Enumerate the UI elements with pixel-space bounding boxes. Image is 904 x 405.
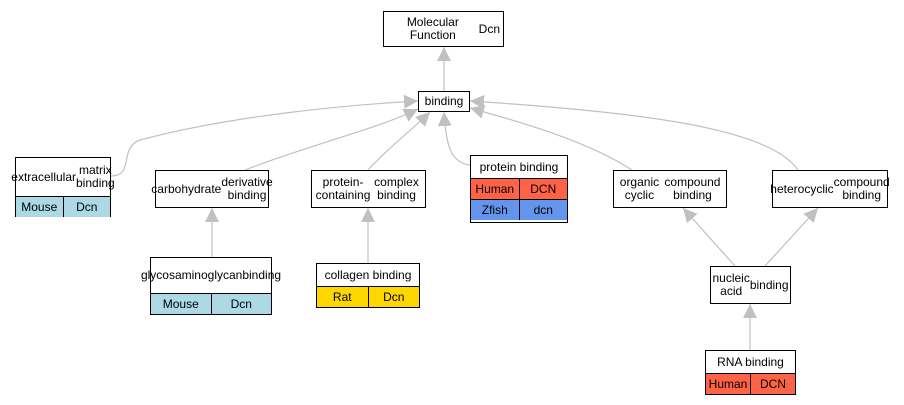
node-protein-binding[interactable]: protein binding Human DCN Zfish dcn (470, 155, 568, 223)
node-carbohydrate-derivative-binding[interactable]: carbohydrate derivative binding (151, 170, 273, 208)
node-label-line2: binding (242, 268, 282, 282)
node-label-line2: matrix binding (76, 163, 115, 190)
node-label: heterocyclic compound binding (770, 171, 890, 207)
node-label: Molecular Function Dcn (384, 12, 503, 46)
node-label-line1: heterocyclic (770, 181, 834, 196)
node-glycosaminoglycan-binding[interactable]: glycosaminoglycan binding Mouse Dcn (141, 257, 281, 315)
edge-na-to-occ (682, 207, 736, 267)
species-cell: Mouse (16, 197, 63, 217)
node-label: protein binding (479, 159, 559, 174)
edge-na-to-hcc (764, 207, 819, 267)
node-collagen-binding[interactable]: collagen binding Rat Dcn (316, 263, 420, 308)
node-label: organic cyclic compound binding (614, 171, 726, 207)
node-label-line2: Dcn (478, 21, 500, 36)
species-row-zfish: Zfish dcn (471, 199, 567, 220)
node-label-line1: protein-containing (315, 175, 371, 202)
species-cell: Human (471, 179, 519, 199)
node-protein-containing-complex-binding[interactable]: protein-containing complex binding (311, 170, 426, 208)
node-rna-binding[interactable]: RNA binding Human DCN (705, 350, 796, 395)
edge-prot-to-binding (437, 111, 471, 166)
gene-cell: dcn (518, 200, 567, 220)
species-row-human: Human DCN (706, 373, 795, 394)
node-nucleic-acid-binding[interactable]: nucleic acid binding (710, 266, 791, 304)
node-label-line1: glycosaminoglycan (140, 268, 243, 282)
species-row-mouse: Mouse Dcn (151, 293, 271, 314)
node-label-line1: Molecular Function (406, 15, 459, 42)
node-binding[interactable]: binding (418, 91, 470, 112)
node-label: RNA binding (717, 354, 784, 369)
gene-cell: DCN (518, 179, 567, 199)
edge-occ-to-binding (469, 105, 633, 171)
node-label: protein-containing complex binding (312, 171, 425, 207)
species-cell: Zfish (471, 200, 519, 220)
node-label: collagen binding (324, 267, 412, 282)
gene-cell: Dcn (210, 294, 271, 314)
node-label-line2: compound binding (833, 175, 890, 202)
node-label-line1: carbohydrate (151, 181, 222, 196)
edge-ecm-to-binding (110, 94, 419, 177)
gene-cell: Dcn (367, 287, 419, 307)
species-row-human: Human DCN (471, 178, 567, 199)
gene-cell: Dcn (62, 197, 110, 217)
node-label: nucleic acid binding (711, 267, 790, 303)
node-organic-cyclic-compound-binding[interactable]: organic cyclic compound binding (613, 170, 727, 208)
species-row-mouse: Mouse Dcn (16, 196, 110, 217)
species-cell: Human (706, 374, 750, 394)
node-label-line2: derivative binding (221, 175, 273, 202)
node-label-line1: extracellular (11, 169, 76, 184)
node-heterocyclic-compound-binding[interactable]: heterocyclic compound binding (770, 170, 890, 208)
node-label: glycosaminoglycan binding (141, 258, 281, 293)
edge-hcc-to-binding (469, 94, 799, 171)
node-extracellular-matrix-binding[interactable]: extracellular matrix binding Mouse Dcn (11, 157, 115, 217)
node-label-line1: nucleic acid (712, 271, 750, 298)
species-cell: Mouse (151, 294, 211, 314)
node-label-line2: binding (749, 277, 789, 292)
edge-pcc-to-binding (367, 111, 431, 171)
node-molecular-function[interactable]: Molecular Function Dcn (383, 11, 504, 47)
node-label: extracellular matrix binding (11, 158, 114, 196)
species-row-rat: Rat Dcn (317, 286, 419, 307)
gene-cell: DCN (750, 374, 795, 394)
species-cell: Rat (317, 287, 368, 307)
node-label: carbohydrate derivative binding (151, 171, 272, 207)
node-label-line2: compound binding (664, 175, 721, 202)
node-label-line1: organic cyclic (619, 175, 660, 202)
node-label-line2: complex binding (374, 175, 419, 202)
node-label: binding (424, 94, 464, 108)
edge-carb-to-binding (244, 108, 419, 171)
